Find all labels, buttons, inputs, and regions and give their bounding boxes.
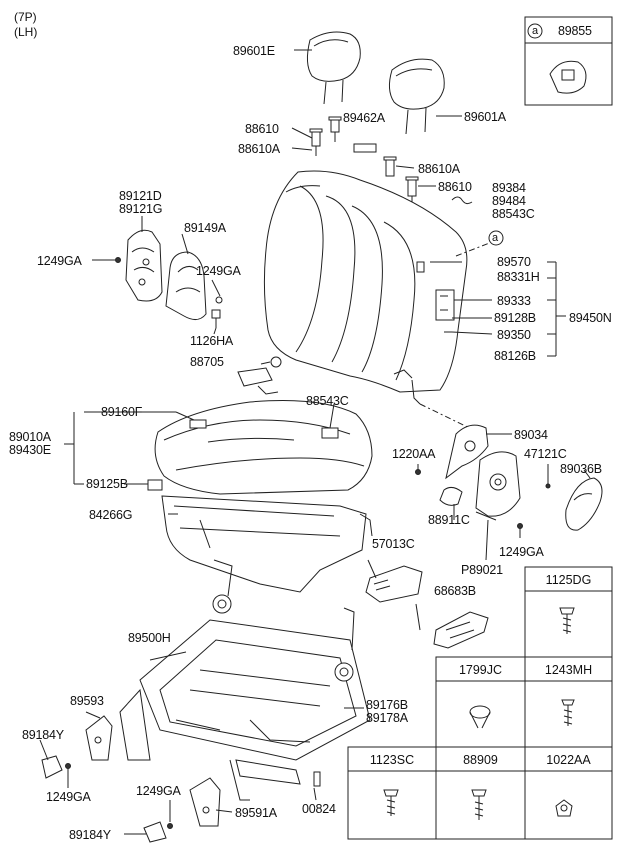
bracket-89591A-drawing [124, 771, 321, 843]
seat-back-drawing [263, 170, 468, 405]
part-label-89036B[interactable]: 89036B [560, 462, 602, 476]
part-label-89128B[interactable]: 89128B [494, 311, 536, 325]
part-label-88543C-a[interactable]: 88543C [492, 207, 535, 221]
part-label-89184Y-b[interactable]: 89184Y [69, 828, 111, 842]
fastener-icons [383, 607, 575, 820]
part-label-89384[interactable]: 89384 [492, 181, 526, 195]
part-label-89121G[interactable]: 89121G [119, 202, 163, 216]
part-label-1249GA-b[interactable]: 1249GA [196, 264, 241, 278]
part-label-1126HA[interactable]: 1126HA [190, 334, 234, 348]
inset-box-drawing [524, 16, 613, 106]
inset-marker: a [532, 25, 538, 37]
part-label-88610A-a[interactable]: 88610A [238, 142, 280, 156]
leader-lines [64, 261, 566, 801]
part-label-89430E[interactable]: 89430E [9, 443, 51, 457]
part-label-89121D[interactable]: 89121D [119, 189, 162, 203]
part-label-88331H[interactable]: 88331H [497, 270, 540, 284]
seat-cushion-drawing [84, 400, 373, 495]
part-label-88610-a[interactable]: 88610 [245, 122, 279, 136]
part-label-1220AA[interactable]: 1220AA [392, 447, 436, 461]
part-label-00824[interactable]: 00824 [302, 802, 336, 816]
part-label-88705[interactable]: 88705 [190, 355, 224, 369]
variant-7p: (7P) [14, 10, 37, 24]
part-label-89034[interactable]: 89034 [514, 428, 548, 442]
part-label-1249GA-a[interactable]: 1249GA [37, 254, 82, 268]
part-label-88126B[interactable]: 88126B [494, 349, 536, 363]
part-label-88543C-b[interactable]: 88543C [306, 394, 349, 408]
part-label-89462A[interactable]: 89462A [343, 111, 385, 125]
part-label-68683B[interactable]: 68683B [434, 584, 476, 598]
part-label-89350[interactable]: 89350 [497, 328, 531, 342]
part-label-1249GA-e[interactable]: 1249GA [136, 784, 181, 798]
part-label-89591A[interactable]: 89591A [235, 806, 277, 820]
part-label-89125B[interactable]: 89125B [86, 477, 128, 491]
table-header-1799JC[interactable]: 1799JC [458, 663, 503, 677]
headrest-left-drawing [294, 31, 361, 105]
part-label-47121C[interactable]: 47121C [524, 447, 567, 461]
guides-drawing [291, 116, 473, 206]
part-label-88610A-b[interactable]: 88610A [418, 162, 460, 176]
part-label-89570[interactable]: 89570 [497, 255, 531, 269]
part-label-1249GA-d[interactable]: 1249GA [46, 790, 91, 804]
table-header-1125DG[interactable]: 1125DG [545, 573, 592, 587]
part-label-89178A[interactable]: 89178A [366, 711, 408, 725]
part-label-89500H[interactable]: 89500H [128, 631, 171, 645]
part-label-89450N[interactable]: 89450N [569, 311, 612, 325]
table-header-1123SC[interactable]: 1123SC [369, 753, 415, 767]
cushion-frame-drawing [161, 495, 373, 593]
part-label-89184Y-a[interactable]: 89184Y [22, 728, 64, 742]
part-label-1249GA-c[interactable]: 1249GA [499, 545, 544, 559]
part-label-88911C[interactable]: 88911C [428, 513, 470, 527]
table-header-1243MH[interactable]: 1243MH [544, 663, 593, 677]
table-header-88909[interactable]: 88909 [463, 753, 498, 767]
part-label-89601E[interactable]: 89601E [233, 44, 275, 58]
part-label-57013C[interactable]: 57013C [372, 537, 415, 551]
part-label-84266G[interactable]: 84266G [89, 508, 133, 522]
part-label-89484[interactable]: 89484 [492, 194, 526, 208]
back-trim-left-drawing [92, 216, 163, 302]
part-label-88610-b[interactable]: 88610 [438, 180, 472, 194]
part-label-89176B[interactable]: 89176B [366, 698, 408, 712]
back-trim-right-drawing [165, 233, 223, 335]
part-label-P89021[interactable]: P89021 [461, 563, 503, 577]
seat-track-frame-drawing [119, 559, 371, 801]
table-header-1022AA[interactable]: 1022AA [546, 753, 591, 767]
latch-cover-drawing [237, 356, 282, 395]
variant-lh: (LH) [14, 25, 38, 39]
part-label-89333[interactable]: 89333 [497, 294, 531, 308]
headrest-right-drawing [388, 58, 462, 135]
side-covers-drawing [365, 565, 489, 649]
part-label-89010A[interactable]: 89010A [9, 430, 51, 444]
recliner-handle-drawing [565, 469, 603, 531]
callout-a-circle [488, 230, 504, 246]
part-label-89149A[interactable]: 89149A [184, 221, 226, 235]
part-label-89160F[interactable]: 89160F [101, 405, 143, 419]
bracket-89593-drawing [39, 711, 113, 788]
inset-part-number[interactable]: 89855 [558, 24, 592, 38]
part-label-89593[interactable]: 89593 [70, 694, 104, 708]
callout-a-marker: a [492, 232, 498, 244]
part-label-89601A[interactable]: 89601A [464, 110, 506, 124]
recliner-bracket-drawing [415, 424, 551, 561]
